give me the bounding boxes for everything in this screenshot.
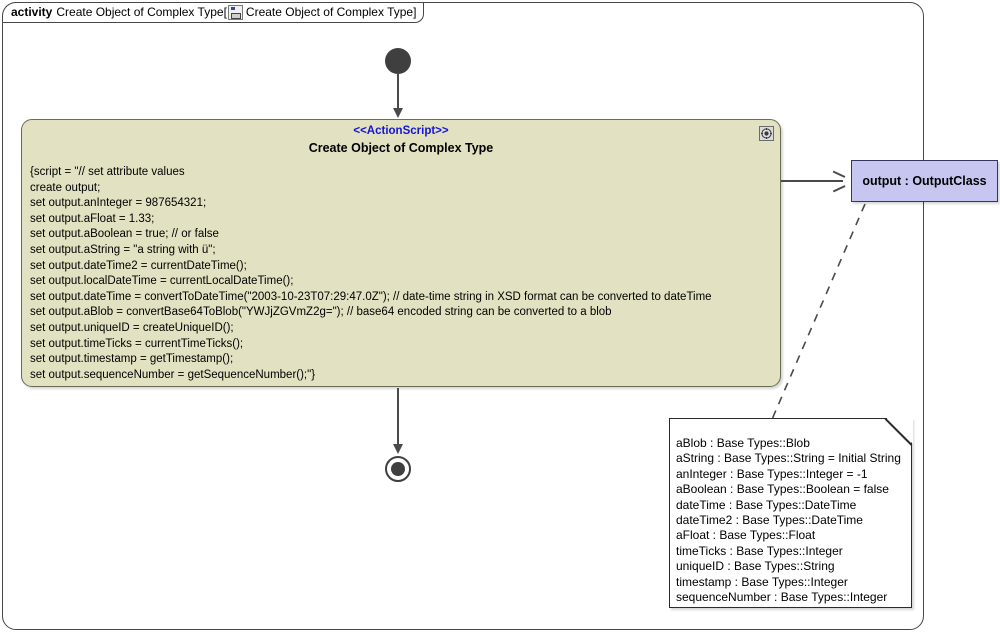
frame-bracket-close: ] (413, 5, 417, 19)
gear-icon[interactable] (759, 126, 774, 141)
script-line: set output.uniqueID = createUniqueID(); (30, 321, 234, 334)
note-attribute-line: uniqueID : Base Types::String (676, 559, 835, 574)
frame-keyword: activity (11, 5, 53, 19)
script-line: set output.aBoolean = true; // or false (30, 228, 219, 241)
script-line: {script = "// set attribute values (30, 166, 185, 178)
script-line: set output.sequenceNumber = getSequenceN… (30, 368, 316, 381)
frame-activity-name: Create Object of Complex Type (56, 5, 224, 19)
activity-frame (2, 2, 924, 630)
edge-action-to-output-arrowhead (832, 170, 846, 193)
output-object-label: output : OutputClass (862, 174, 987, 188)
action-node-create-object[interactable]: <<ActionScript>> Create Object of Comple… (21, 119, 781, 387)
script-line: set output.aFloat = 1.33; (30, 212, 155, 225)
script-line: set output.localDateTime = currentLocalD… (30, 275, 294, 288)
edge-action-to-final-arrowhead (392, 444, 403, 454)
activity-diagram-icon (227, 4, 243, 20)
note-attribute-line: aString : Base Types::String = Initial S… (676, 451, 901, 466)
frame-bracket-open: [ (223, 5, 227, 19)
action-script-body: {script = "// set attribute values create… (30, 165, 780, 383)
script-line: set output.timestamp = getTimestamp(); (30, 353, 234, 366)
note-attribute-line: sequenceNumber : Base Types::Integer (676, 590, 888, 605)
action-stereotype-label: <<ActionScript>> (353, 125, 449, 137)
edge-action-to-final[interactable] (397, 388, 399, 446)
note-attribute-line: dateTime : Base Types::DateTime (676, 497, 857, 512)
edge-start-to-action[interactable] (397, 74, 399, 110)
activity-final-node[interactable] (385, 456, 411, 482)
action-title: Create Object of Complex Type (308, 141, 494, 155)
script-line: set output.aBlob = convertBase64ToBlob("… (30, 306, 612, 319)
script-line: set output.dateTime = convertToDateTime(… (30, 290, 712, 303)
edge-start-to-action-arrowhead (392, 108, 403, 118)
edge-action-to-output[interactable] (781, 180, 843, 182)
activity-frame-header-tab[interactable]: activity Create Object of Complex Type [… (2, 2, 425, 23)
frame-diagram-name: Create Object of Complex Type (245, 5, 414, 19)
note-attribute-line: aBoolean : Base Types::Boolean = false (676, 482, 889, 497)
script-line: set output.anInteger = 987654321; (30, 197, 207, 210)
note-fold-corner-icon (884, 417, 913, 445)
note-attribute-line: timestamp : Base Types::Integer (676, 574, 848, 589)
note-attribute-line: dateTime2 : Base Types::DateTime (676, 513, 863, 528)
output-object-node[interactable]: output : OutputClass (851, 160, 998, 202)
note-attribute-line: aBlob : Base Types::Blob (676, 436, 810, 450)
note-attribute-line: aFloat : Base Types::Float (676, 528, 816, 543)
note-attribute-line: anInteger : Base Types::Integer = -1 (676, 466, 868, 481)
initial-node[interactable] (385, 48, 411, 74)
script-line: set output.aString = "a string with ü"; (30, 243, 216, 256)
script-line: set output.dateTime2 = currentDateTime()… (30, 259, 247, 272)
note-attribute-line: timeTicks : Base Types::Integer (676, 543, 843, 558)
script-line: create output; (30, 181, 101, 194)
script-line: set output.timeTicks = currentTimeTicks(… (30, 337, 244, 350)
